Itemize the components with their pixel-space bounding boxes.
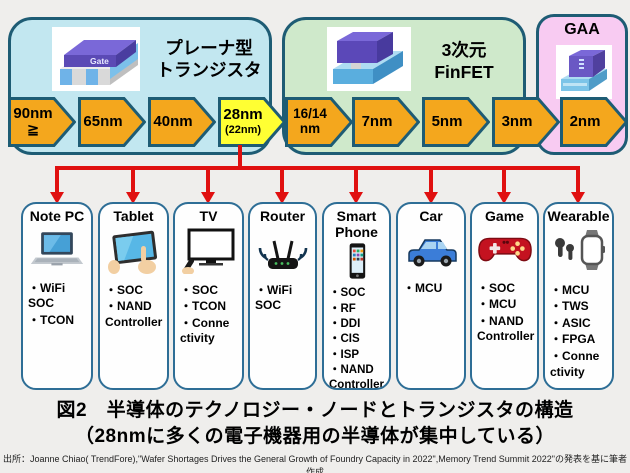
device-box-router: Router ・WiFi SOC — [248, 202, 317, 390]
chip-list: ・WiFi SOC・TCON — [23, 281, 91, 330]
node-arrow-shape — [78, 97, 146, 147]
planar-section-title: プレーナ型 トランジスタ — [156, 38, 262, 80]
wearable-icon — [551, 228, 607, 279]
node-label: 7nm — [361, 112, 393, 130]
router-icon — [255, 228, 311, 279]
chip-item: ・MCU — [403, 280, 443, 295]
chip-item: ・FPGA — [550, 332, 596, 347]
laptop-icon — [29, 228, 85, 277]
node-arrow-shape — [352, 97, 420, 147]
chip-list: ・SOC ・MCU・NAND Controller — [472, 281, 537, 346]
device-box-smartphone: Smart Phone ・SOC ・RF ・DDI ・CIS ・ISP ・NAND Con… — [322, 202, 391, 390]
chip-item: ・Conne ctivity — [180, 315, 230, 346]
chip-item: ・NAND Controller — [105, 299, 163, 329]
node-label: 65nm — [83, 112, 123, 130]
node-label: 3nm — [501, 112, 533, 130]
node-7nm: 7nm — [352, 97, 420, 147]
chip-item: ・ISP — [329, 348, 360, 361]
node-main: 28nm — [223, 106, 263, 124]
device-box-tablet: Tablet ・SOC ・NAND Controller — [98, 202, 169, 390]
chip-list: ・SOC ・TCON・Conne ctivity — [175, 283, 242, 348]
chip-item: ・SOC — [105, 282, 144, 297]
node-arrow-shape — [218, 97, 286, 147]
device-box-tv: TV ・SOC ・TCON・Conne ctivity — [173, 202, 244, 390]
figure-caption-line1: 図2 半導体のテクノロジー・ノードとトランジスタの構造 — [56, 400, 574, 421]
chip-item: ・NAND Controller — [477, 313, 535, 344]
node-arrow-shape — [285, 97, 353, 147]
chip-item: ・TWS — [550, 299, 589, 314]
chip-item: ・SOC — [329, 287, 366, 300]
chip-list: ・WiFi SOC — [250, 283, 315, 315]
device-title: Router — [259, 208, 306, 224]
chip-item: ・TCON — [180, 299, 226, 314]
chip-item: ・ASIC — [550, 315, 591, 330]
node-28nm: 28nm (22nm) — [218, 97, 286, 147]
node-label: 40nm — [153, 112, 193, 130]
chip-item: ・RF — [329, 302, 356, 315]
source-note: 出所：Joanne Chiao( TrendFore),"Wafer Short… — [3, 454, 627, 473]
device-box-notepc: Note PC ・WiFi SOC・TCON — [21, 202, 93, 390]
smartphone-icon — [329, 243, 385, 284]
chip-item: ・SOC — [180, 282, 219, 297]
node-90nm: 90nm ≧ — [8, 97, 76, 147]
chip-item: ・WiFi SOC — [255, 282, 293, 313]
device-box-wearable: Wearable ・MCU ・TWS・ASIC ・FPGA ・Conne ctivit… — [543, 202, 614, 390]
node-sub: (22nm) — [224, 123, 262, 136]
chip-list: ・SOC ・NAND Controller — [100, 283, 167, 332]
car-icon — [403, 228, 459, 277]
chip-list: ・SOC ・RF ・DDI ・CIS ・ISP ・NAND Controller — [324, 286, 389, 390]
device-title: Wearable — [547, 208, 610, 224]
node-arrow-shape — [492, 97, 560, 147]
finfet-transistor-image — [327, 27, 411, 91]
chip-item: ・MCU — [477, 297, 517, 312]
chip-list: ・MCU — [398, 281, 464, 298]
device-box-game: Game ・SOC ・MCU・NAND Controller — [470, 202, 539, 390]
node-label: 5nm — [431, 112, 463, 130]
node-arrow-shape — [422, 97, 490, 147]
node-arrow-shape — [148, 97, 216, 147]
node-5nm: 5nm — [422, 97, 490, 147]
chip-item: ・WiFi SOC — [28, 280, 66, 311]
node-40nm: 40nm — [148, 97, 216, 147]
device-title: Smart Phone — [335, 208, 378, 240]
chip-item: ・Conne ctivity — [550, 349, 600, 379]
device-title: Game — [485, 208, 524, 224]
gaa-section-title: GAA — [564, 21, 600, 38]
node-arrow-shape — [560, 97, 628, 147]
node-3nm: 3nm — [492, 97, 560, 147]
node-label: 2nm — [569, 112, 601, 130]
chip-item: ・CIS — [329, 333, 360, 346]
node-arrow-shape — [8, 97, 76, 147]
gamepad-icon — [477, 228, 533, 277]
figure-caption-line2: （28nmに多くの電子機器用の半導体が集中している） — [74, 426, 556, 447]
node-label: 28nm (22nm) — [218, 97, 268, 147]
tablet-icon — [106, 228, 162, 279]
chip-list: ・MCU ・TWS・ASIC ・FPGA ・Conne ctivity — [545, 283, 612, 382]
device-title: TV — [199, 208, 218, 224]
gate-label: Gate — [90, 56, 109, 66]
chip-item: ・NAND Controller — [329, 364, 384, 390]
node-65nm: 65nm — [78, 97, 146, 147]
node-label: 90nm ≧ — [13, 104, 53, 138]
node-label: 16/14 nm — [293, 106, 327, 136]
planar-transistor-image: Gate — [52, 27, 140, 91]
finfet-section-title: 3次元 FinFET — [434, 40, 494, 82]
device-title: Tablet — [113, 208, 154, 224]
chip-item: ・SOC — [477, 280, 516, 295]
device-title: Note PC — [29, 208, 85, 224]
chip-item: ・DDI — [329, 318, 361, 331]
chip-item: ・MCU — [550, 282, 590, 297]
node-2nm: 2nm — [560, 97, 628, 147]
device-box-car: Car ・MCU — [396, 202, 466, 390]
tv-icon — [181, 228, 237, 279]
device-title: Car — [419, 208, 443, 224]
gaa-transistor-image — [556, 45, 612, 99]
chip-item: ・TCON — [28, 312, 74, 327]
node-16-14nm: 16/14 nm — [285, 97, 353, 147]
